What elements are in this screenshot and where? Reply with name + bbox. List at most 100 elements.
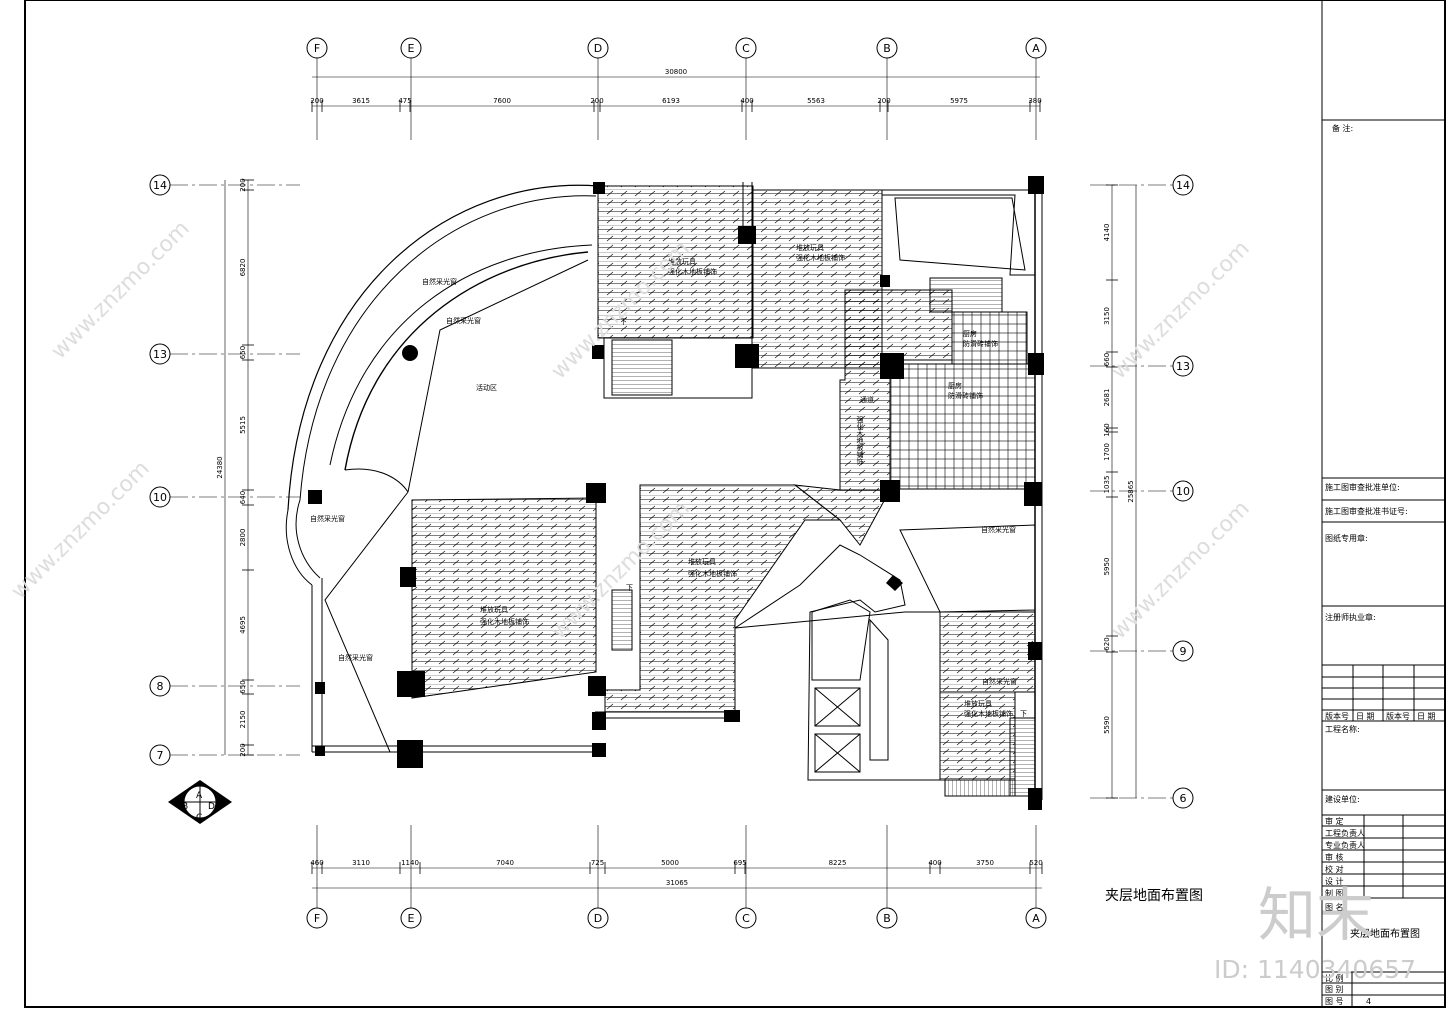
left-dim-7: 650	[239, 680, 247, 693]
right-dim-0: 4140	[1103, 224, 1111, 242]
axis-left-7-label: 7	[157, 749, 164, 762]
left-dim-1: 6820	[239, 259, 247, 277]
top-dim-7: 5563	[807, 97, 825, 105]
axis-top-D-label: D	[594, 42, 602, 55]
bottom-dim-5: 5000	[661, 859, 679, 867]
axis-left-13-label: 13	[153, 348, 167, 361]
title-block	[1321, 0, 1445, 1007]
axis-bottom-E-label: E	[408, 912, 415, 925]
skylight-4: 自然采光窗	[338, 653, 373, 662]
axis-top-C-label: C	[742, 42, 750, 55]
skylight-1: 自然采光窗	[422, 277, 457, 286]
axis-bottom-C-label: C	[742, 912, 750, 925]
bottom-dim-7: 8225	[829, 859, 847, 867]
bottom-dim-9: 3750	[976, 859, 994, 867]
left-total: 24380	[216, 456, 224, 478]
axis-top-B-label: B	[883, 42, 891, 55]
left-dim-3: 5515	[239, 416, 247, 434]
ratio-label: 比 例	[1325, 973, 1344, 983]
compass-a: A	[196, 791, 203, 801]
compass-d: D	[208, 802, 215, 812]
down-2: 下	[626, 584, 633, 592]
bottom-dim-6: 695	[733, 859, 746, 867]
columns	[308, 176, 1044, 810]
play-store-2: 堆放玩具	[796, 243, 824, 252]
architect-seal-label: 注册师执业章:	[1325, 612, 1376, 622]
axis-bottom-D-label: D	[594, 912, 602, 925]
drawing-title: 夹层地面布置图	[1105, 888, 1203, 904]
left-dim-5: 2800	[239, 529, 247, 547]
watermark-brand: 知末	[1258, 881, 1374, 949]
role-6: 设 计	[1325, 876, 1344, 886]
top-total: 30800	[665, 68, 687, 76]
number-value: 4	[1366, 997, 1371, 1006]
activity-label: 活动区	[476, 383, 497, 392]
version-header-2: 日 期	[1356, 712, 1375, 721]
right-dim-5: 1700	[1103, 443, 1111, 461]
right-dim-6: 1035	[1103, 476, 1111, 494]
play-store-5: 堆放玩具	[964, 699, 992, 708]
axis-top-F-label: F	[314, 42, 320, 55]
corridor-floor-label: 强化木地板铺饰	[856, 416, 864, 466]
compass-icon: A B C D	[168, 780, 232, 824]
right-dim-2: 660	[1103, 353, 1111, 366]
role-7: 制 图	[1325, 888, 1344, 898]
top-dim-6: 400	[740, 97, 753, 105]
right-dim-1: 3150	[1103, 307, 1111, 325]
left-dim-2: 650	[239, 346, 247, 359]
watermark-site-4: www.znzmo.com	[7, 456, 155, 604]
wood-floor-4: 强化木地板铺饰	[480, 617, 529, 626]
corridor-label: 通道	[860, 395, 874, 404]
sheet-border	[24, 0, 1446, 1008]
bottom-dim-0: 460	[310, 859, 323, 867]
axis-right-10-label: 10	[1176, 485, 1190, 498]
right-dim-9: 5590	[1103, 716, 1111, 734]
axis-bottom-B-label: B	[883, 912, 891, 925]
skylight-3: 自然采光窗	[310, 514, 345, 523]
wood-floor-5: 强化木地板铺饰	[964, 709, 1013, 718]
axis-bottom-A-label: A	[1032, 912, 1040, 925]
top-dim-9: 5975	[950, 97, 968, 105]
project-name-label: 工程名称:	[1325, 724, 1360, 734]
bottom-dim-4: 725	[591, 859, 604, 867]
bottom-dim-3: 7040	[496, 859, 514, 867]
approve-cert-label: 施工图审查批准书证号:	[1325, 506, 1408, 516]
role-5: 校 对	[1325, 864, 1344, 874]
wood-floor-3: 强化木地板铺饰	[688, 569, 737, 578]
room-labels: 堆放玩具 强化木地板铺饰 堆放玩具 强化木地板铺饰 堆放玩具 强化木地板铺饰 堆…	[310, 243, 1027, 718]
category-label: 图 别	[1325, 985, 1344, 994]
axis-left-8-label: 8	[157, 680, 164, 693]
right-dim-3: 2681	[1103, 389, 1111, 407]
role-1: 审 定	[1325, 816, 1344, 826]
kitchen-tile-2: 防滑砖铺饰	[948, 391, 983, 400]
left-dim-4: 640	[239, 491, 247, 504]
number-label: 图 号	[1325, 997, 1344, 1006]
bottom-dim-1: 3110	[352, 859, 370, 867]
top-dim-10: 380	[1028, 97, 1041, 105]
left-dim-0: 200	[239, 178, 247, 191]
down-3: 下	[1020, 710, 1027, 718]
version-header-3: 版本号	[1386, 711, 1410, 721]
top-dim-3: 7600	[493, 97, 511, 105]
play-store-3: 堆放玩具	[688, 557, 716, 566]
sheet-name: 夹层地面布置图	[1350, 927, 1420, 940]
bottom-dim-2: 1140	[401, 859, 419, 867]
version-header-1: 版本号	[1325, 711, 1349, 721]
right-dim-7: 5950	[1103, 558, 1111, 576]
seal-label: 图纸专用章:	[1325, 533, 1368, 543]
top-dim-2: 475	[398, 97, 411, 105]
skylight-2: 自然采光窗	[446, 316, 481, 325]
axis-right-13-label: 13	[1176, 360, 1190, 373]
skylight-6: 自然采光窗	[982, 677, 1017, 686]
watermark-site-6: www.znzmo.com	[1107, 496, 1255, 644]
axis-right-14-label: 14	[1176, 179, 1190, 192]
client-label: 建设单位:	[1325, 794, 1360, 804]
top-dim-0: 200	[310, 97, 323, 105]
wood-floor-2: 强化木地板铺饰	[796, 253, 845, 262]
left-dim-9: 200	[239, 743, 247, 756]
axis-left-10-label: 10	[153, 491, 167, 504]
right-dim-8: 620	[1103, 637, 1111, 650]
